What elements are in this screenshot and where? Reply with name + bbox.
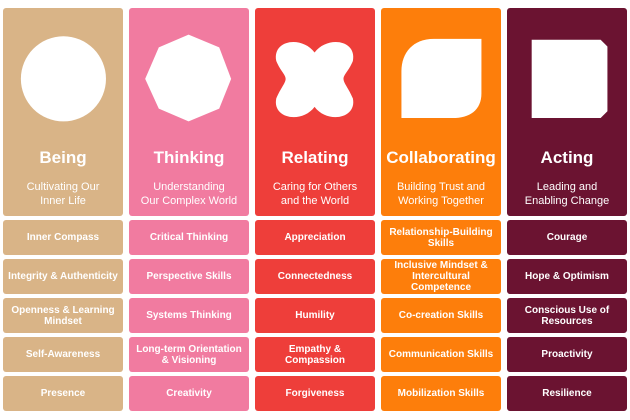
- leaf-icon: [401, 38, 482, 118]
- subtitle-line: Enabling Change: [524, 195, 610, 207]
- column-header: Relating Caring for Others and the World: [255, 8, 375, 216]
- circle-icon: [20, 36, 106, 122]
- column-title: Being: [39, 148, 87, 167]
- skill-card[interactable]: Forgiveness: [255, 376, 375, 411]
- skill-card[interactable]: Communication Skills: [381, 337, 501, 372]
- skill-card[interactable]: Humility: [255, 298, 375, 333]
- subtitle-line: Leading and: [536, 181, 598, 193]
- column-header: Acting Leading and Enabling Change: [507, 8, 627, 216]
- skill-card[interactable]: Inner Compass: [3, 220, 123, 255]
- subtitle-line: Understanding: [153, 181, 225, 193]
- skill-card[interactable]: Hope & Optimism: [507, 259, 627, 294]
- octagon-icon: [145, 34, 232, 122]
- skill-card[interactable]: Long-term Orientation & Visioning: [129, 337, 249, 372]
- skill-card[interactable]: Openness & Learning Mindset: [3, 298, 123, 333]
- skill-card[interactable]: Integrity & Authenticity: [3, 259, 123, 294]
- subtitle-line: Cultivating Our: [26, 181, 100, 193]
- column-collaborating: Collaborating Building Trust and Working…: [381, 8, 501, 411]
- column-subtitle: Cultivating Our Inner Life: [3, 180, 123, 208]
- column-subtitle: Understanding Our Complex World: [129, 180, 249, 208]
- column-acting: Acting Leading and Enabling Change Coura…: [507, 8, 627, 411]
- skill-card[interactable]: Connectedness: [255, 259, 375, 294]
- subtitle-line: Building Trust and: [396, 181, 486, 193]
- skill-card[interactable]: Mobilization Skills: [381, 376, 501, 411]
- skill-card[interactable]: Empathy & Compassion: [255, 337, 375, 372]
- column-thinking: Thinking Understanding Our Complex World…: [129, 8, 249, 411]
- column-subtitle: Building Trust and Working Together: [381, 180, 501, 208]
- subtitle-line: Caring for Others: [272, 181, 358, 193]
- column-title: Acting: [540, 148, 594, 167]
- subtitle-line: Inner Life: [40, 195, 86, 207]
- column-title: Collaborating: [386, 148, 496, 167]
- skill-card[interactable]: Self-Awareness: [3, 337, 123, 372]
- subtitle-line: Working Together: [398, 195, 484, 207]
- column-subtitle: Leading and Enabling Change: [507, 180, 627, 208]
- skill-card[interactable]: Proactivity: [507, 337, 627, 372]
- skill-card[interactable]: Courage: [507, 220, 627, 255]
- skill-card[interactable]: Presence: [3, 376, 123, 411]
- column-title: Thinking: [153, 148, 225, 167]
- skill-card[interactable]: Conscious Use of Resources: [507, 298, 627, 333]
- column-being: Being Cultivating Our Inner Life Inner C…: [3, 8, 123, 411]
- skill-card[interactable]: Appreciation: [255, 220, 375, 255]
- skill-card[interactable]: Creativity: [129, 376, 249, 411]
- column-header: Thinking Understanding Our Complex World: [129, 8, 249, 216]
- skill-card[interactable]: Relationship-Building Skills: [381, 220, 501, 255]
- skill-card[interactable]: Resilience: [507, 376, 627, 411]
- column-header: Collaborating Building Trust and Working…: [381, 8, 501, 216]
- column-subtitle: Caring for Others and the World: [255, 180, 375, 208]
- skill-card[interactable]: Systems Thinking: [129, 298, 249, 333]
- column-title: Relating: [281, 148, 349, 167]
- column-header: Being Cultivating Our Inner Life: [3, 8, 123, 216]
- subtitle-line: and the World: [280, 195, 350, 207]
- skill-card[interactable]: Perspective Skills: [129, 259, 249, 294]
- four-lobe-icon: [275, 41, 354, 118]
- skill-card[interactable]: Inclusive Mindset & Intercultural Compet…: [381, 259, 501, 294]
- cut-square-icon: [531, 39, 608, 118]
- skill-card[interactable]: Critical Thinking: [129, 220, 249, 255]
- subtitle-line: Our Complex World: [140, 195, 238, 207]
- skill-card[interactable]: Co-creation Skills: [381, 298, 501, 333]
- column-relating: Relating Caring for Others and the World…: [255, 8, 375, 411]
